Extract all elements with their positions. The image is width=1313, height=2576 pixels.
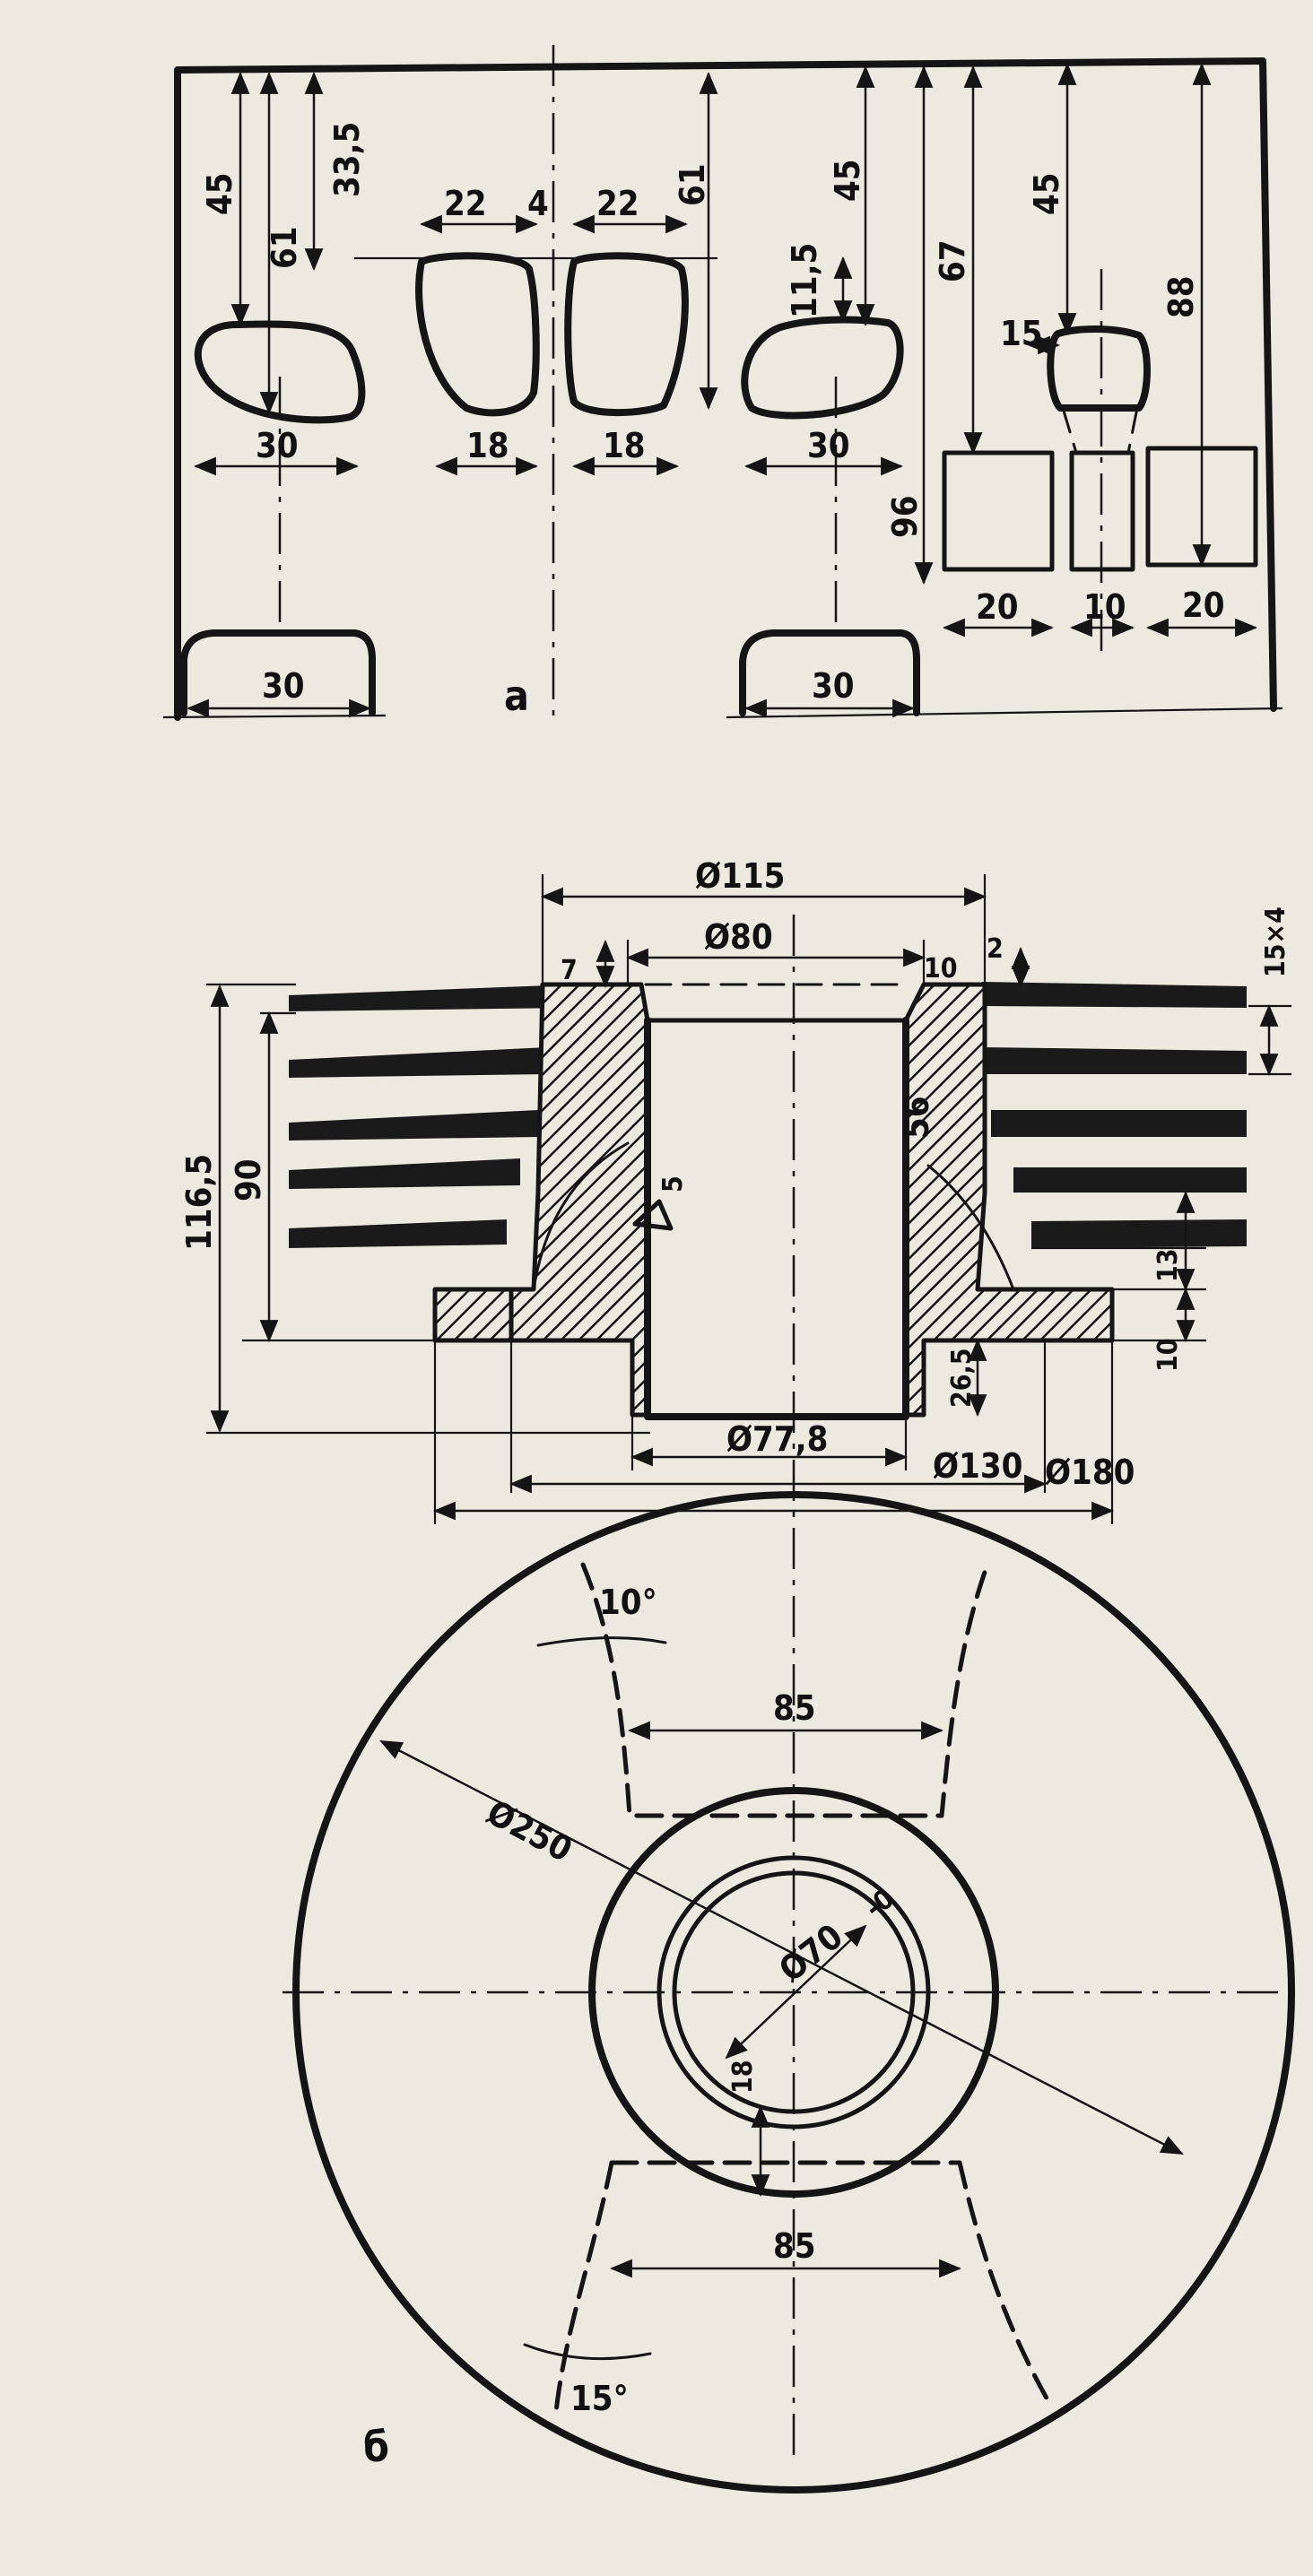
dim-a-61-right: 61 bbox=[673, 163, 712, 206]
dim-b-angle-10: 10° bbox=[599, 1583, 657, 1622]
dim-b-90: 90 bbox=[229, 1158, 268, 1201]
profile-fin-center-right bbox=[564, 252, 689, 417]
dim-a-96: 96 bbox=[885, 495, 925, 538]
fins-left bbox=[289, 984, 574, 1248]
dim-b-finish-5: 5 bbox=[657, 1175, 689, 1193]
view-b-label: б bbox=[363, 2423, 389, 2471]
dim-a-67: 67 bbox=[933, 239, 972, 282]
surface-finish-mark bbox=[632, 1199, 674, 1231]
dim-b-d70-tolerance: -0 bbox=[859, 1883, 900, 1924]
dim-b-fins-count: 15×4 bbox=[1260, 906, 1291, 977]
dim-b-d77-8: Ø77,8 bbox=[726, 1419, 828, 1459]
dim-b-116-5: 116,5 bbox=[179, 1154, 219, 1251]
dim-b-26-5: 26,5 bbox=[946, 1348, 978, 1408]
dim-a-15: 15 bbox=[1000, 314, 1043, 353]
view-b-section: Ø115 Ø80 7 10 2 15×4 116,5 90 56 5 13 10… bbox=[179, 856, 1291, 2457]
dim-b-d115: Ø115 bbox=[695, 856, 785, 896]
dim-a-10: 10 bbox=[1083, 587, 1126, 627]
dim-b-d250: Ø250 bbox=[481, 1792, 578, 1869]
dim-a-20-right: 20 bbox=[1182, 585, 1225, 625]
profile-fin-left bbox=[194, 320, 366, 424]
cylinder-wall-left bbox=[504, 982, 650, 1418]
dim-a-4: 4 bbox=[527, 184, 549, 223]
dim-b-d180: Ø180 bbox=[1045, 1453, 1135, 1492]
profile-block-center bbox=[1069, 450, 1135, 572]
dim-a-22-left: 22 bbox=[444, 184, 487, 223]
dim-b-7: 7 bbox=[561, 955, 578, 986]
dim-a-30-base-left: 30 bbox=[262, 666, 305, 706]
dim-a-61-left: 61 bbox=[265, 226, 304, 269]
flange-left bbox=[432, 1287, 514, 1343]
dim-b-18: 18 bbox=[727, 2060, 759, 2094]
profile-fin-center-left bbox=[415, 252, 540, 417]
dim-b-10: 10 bbox=[924, 953, 958, 984]
dim-a-45-small: 45 bbox=[1027, 172, 1066, 215]
dim-a-30-top-left: 30 bbox=[256, 426, 299, 465]
dim-a-30-base-right: 30 bbox=[812, 666, 855, 706]
dim-a-18-right: 18 bbox=[603, 426, 646, 465]
fins-right bbox=[982, 982, 1247, 1248]
dim-a-20-left: 20 bbox=[976, 587, 1019, 627]
view-b-plan: 10° 85 Ø250 Ø70 -0 18 85 15° б bbox=[283, 1491, 1305, 2494]
view-a-label: а bbox=[504, 672, 529, 720]
dim-b-56: 56 bbox=[897, 1096, 936, 1139]
dim-a-45-left: 45 bbox=[200, 172, 239, 215]
dim-b-13: 13 bbox=[1152, 1248, 1184, 1282]
dim-a-11-5: 11,5 bbox=[785, 243, 824, 318]
cutout-bottom bbox=[553, 2160, 1052, 2415]
dim-a-33-5: 33,5 bbox=[327, 122, 367, 197]
view-a: 45 61 33,5 22 4 22 61 11,5 45 67 45 88 9… bbox=[162, 45, 1283, 722]
view-a-frame bbox=[174, 57, 1277, 721]
dim-a-22-right: 22 bbox=[596, 184, 639, 223]
dim-b-85-top: 85 bbox=[773, 1688, 816, 1728]
profile-fin-small bbox=[1047, 325, 1151, 412]
profile-base-right bbox=[739, 629, 920, 716]
dim-b-angle-15: 15° bbox=[570, 2379, 629, 2418]
dim-a-30-top-right: 30 bbox=[807, 426, 850, 465]
profile-block-left bbox=[942, 450, 1055, 572]
dim-b-10-bottom: 10 bbox=[1152, 1338, 1184, 1372]
dim-d70-line bbox=[725, 1924, 867, 2060]
dim-b-85-bottom: 85 bbox=[773, 2226, 816, 2266]
profile-base-left bbox=[180, 629, 376, 716]
dim-b-d130: Ø130 bbox=[933, 1446, 1022, 1486]
dim-b-2: 2 bbox=[987, 933, 1004, 965]
dim-a-18-left: 18 bbox=[466, 426, 509, 465]
profile-fin-right bbox=[741, 316, 904, 420]
dim-a-88: 88 bbox=[1161, 275, 1201, 318]
dim-b-d80: Ø80 bbox=[704, 917, 773, 957]
cylinder-bore bbox=[644, 1017, 909, 1420]
dim-a-45-right: 45 bbox=[828, 159, 867, 202]
